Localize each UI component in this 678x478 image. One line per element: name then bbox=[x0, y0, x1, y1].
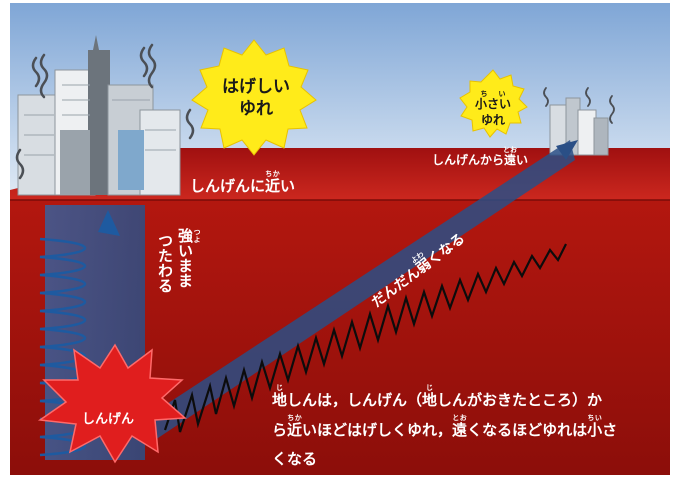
shake-marks-left bbox=[15, 43, 195, 180]
strong-travel-label-col1: 強つよいまま bbox=[176, 228, 201, 288]
vertical-wave bbox=[39, 237, 87, 457]
strong-travel-label-col2: つたわる bbox=[156, 233, 174, 293]
near-epicenter-label: しんげんに近ちかい bbox=[190, 170, 296, 195]
hypocenter-burst bbox=[37, 343, 187, 464]
weak-shaking-label: 小さいちい ゆれ bbox=[474, 90, 511, 127]
diagonal-wave-band bbox=[150, 140, 575, 440]
caption: 地じしんは，しんげん（地じしんがおきたところ）か bbox=[272, 384, 603, 409]
far-epicenter-label: しんげんから遠とおい bbox=[432, 146, 529, 167]
strong-shaking-label: はげしい ゆれ bbox=[222, 77, 290, 119]
strong-shaking-burst bbox=[191, 39, 317, 156]
vertical-wave-arrowhead bbox=[98, 210, 120, 236]
diagonal-wave-arrowhead bbox=[556, 140, 578, 160]
caption-line2: ら近ちかいほどはげしくゆれ，遠とおくなるほどゆれは小ちいさ bbox=[272, 414, 618, 439]
caption-line3: くなる bbox=[272, 450, 318, 468]
city-near-epicenter bbox=[17, 35, 181, 196]
weak-shaking-burst bbox=[459, 69, 528, 138]
hypocenter-label: しんげん bbox=[82, 412, 135, 427]
shake-marks-right bbox=[543, 87, 615, 124]
diagonal-wave bbox=[163, 243, 567, 433]
